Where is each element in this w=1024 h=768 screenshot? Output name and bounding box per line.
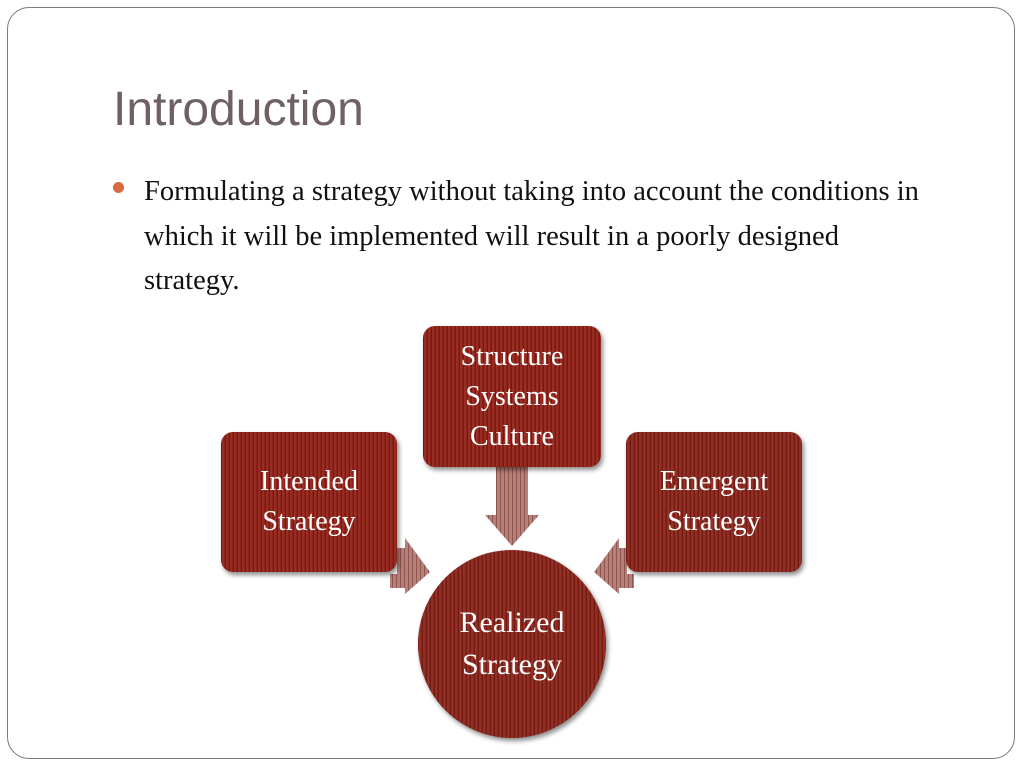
structure-line-1: Structure — [460, 340, 564, 372]
emergent-line-2: Strategy — [667, 506, 761, 537]
bullet-dot-icon — [113, 182, 124, 193]
structure-line-3: Culture — [470, 420, 554, 452]
structure-line-2: Systems — [465, 380, 559, 412]
structure-systems-culture-box: Structure Systems Culture — [423, 326, 601, 467]
realized-line-2: Strategy — [462, 648, 562, 681]
realized-strategy-circle: Realized Strategy — [418, 550, 606, 738]
intended-strategy-box: Intended Strategy — [221, 432, 397, 572]
intended-line-2: Strategy — [262, 506, 356, 537]
bullet-item: Formulating a strategy without taking in… — [113, 170, 933, 304]
arrow-emergent-to-realized — [594, 538, 634, 594]
emergent-line-1: Emergent — [659, 466, 769, 497]
realized-line-1: Realized — [459, 606, 565, 639]
emergent-strategy-box: Emergent Strategy — [626, 432, 802, 572]
arrow-intended-to-realized — [390, 538, 430, 594]
slide-title: Introduction — [113, 83, 364, 136]
arrow-structure-to-realized — [485, 467, 539, 546]
bullet-text: Formulating a strategy without taking in… — [144, 176, 919, 296]
intended-line-1: Intended — [260, 466, 358, 497]
